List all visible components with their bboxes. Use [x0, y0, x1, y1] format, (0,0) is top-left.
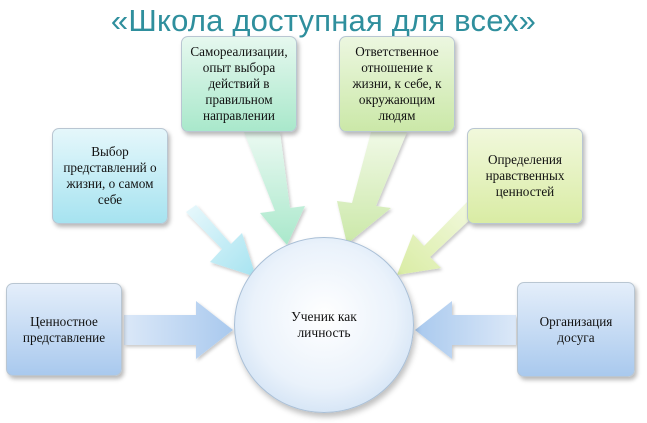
node-values-representation: Ценностное представление [6, 283, 122, 376]
center-label: Ученик как личность [291, 309, 357, 340]
arrow-right [415, 301, 516, 359]
node-label: Организация досуга [539, 313, 613, 345]
node-label: Самореализации, опыт выбора действий в п… [190, 44, 288, 123]
center-node: Ученик как личность [234, 237, 414, 413]
node-label: Определения нравственных ценностей [485, 152, 565, 199]
arrow-top-right [337, 132, 407, 244]
node-moral-values: Определения нравственных ценностей [467, 128, 583, 224]
arrow-upper-left [186, 205, 256, 277]
arrow-top-left [244, 132, 305, 245]
node-leisure: Организация досуга [517, 282, 635, 377]
node-label: Ценностное представление [22, 313, 106, 345]
arrow-upper-right [397, 199, 480, 275]
node-label: Ответственное отношение к жизни, к себе,… [352, 44, 442, 123]
node-self-realization: Самореализации, опыт выбора действий в п… [181, 36, 297, 132]
node-responsible-attitude: Ответственное отношение к жизни, к себе,… [339, 36, 455, 132]
page-title: «Школа доступная для всех» [110, 3, 537, 38]
arrow-left [124, 301, 233, 359]
node-choice-of-ideas: Выбор представлений о жизни, о самом себ… [52, 128, 168, 224]
node-label: Выбор представлений о жизни, о самом себ… [63, 144, 157, 207]
